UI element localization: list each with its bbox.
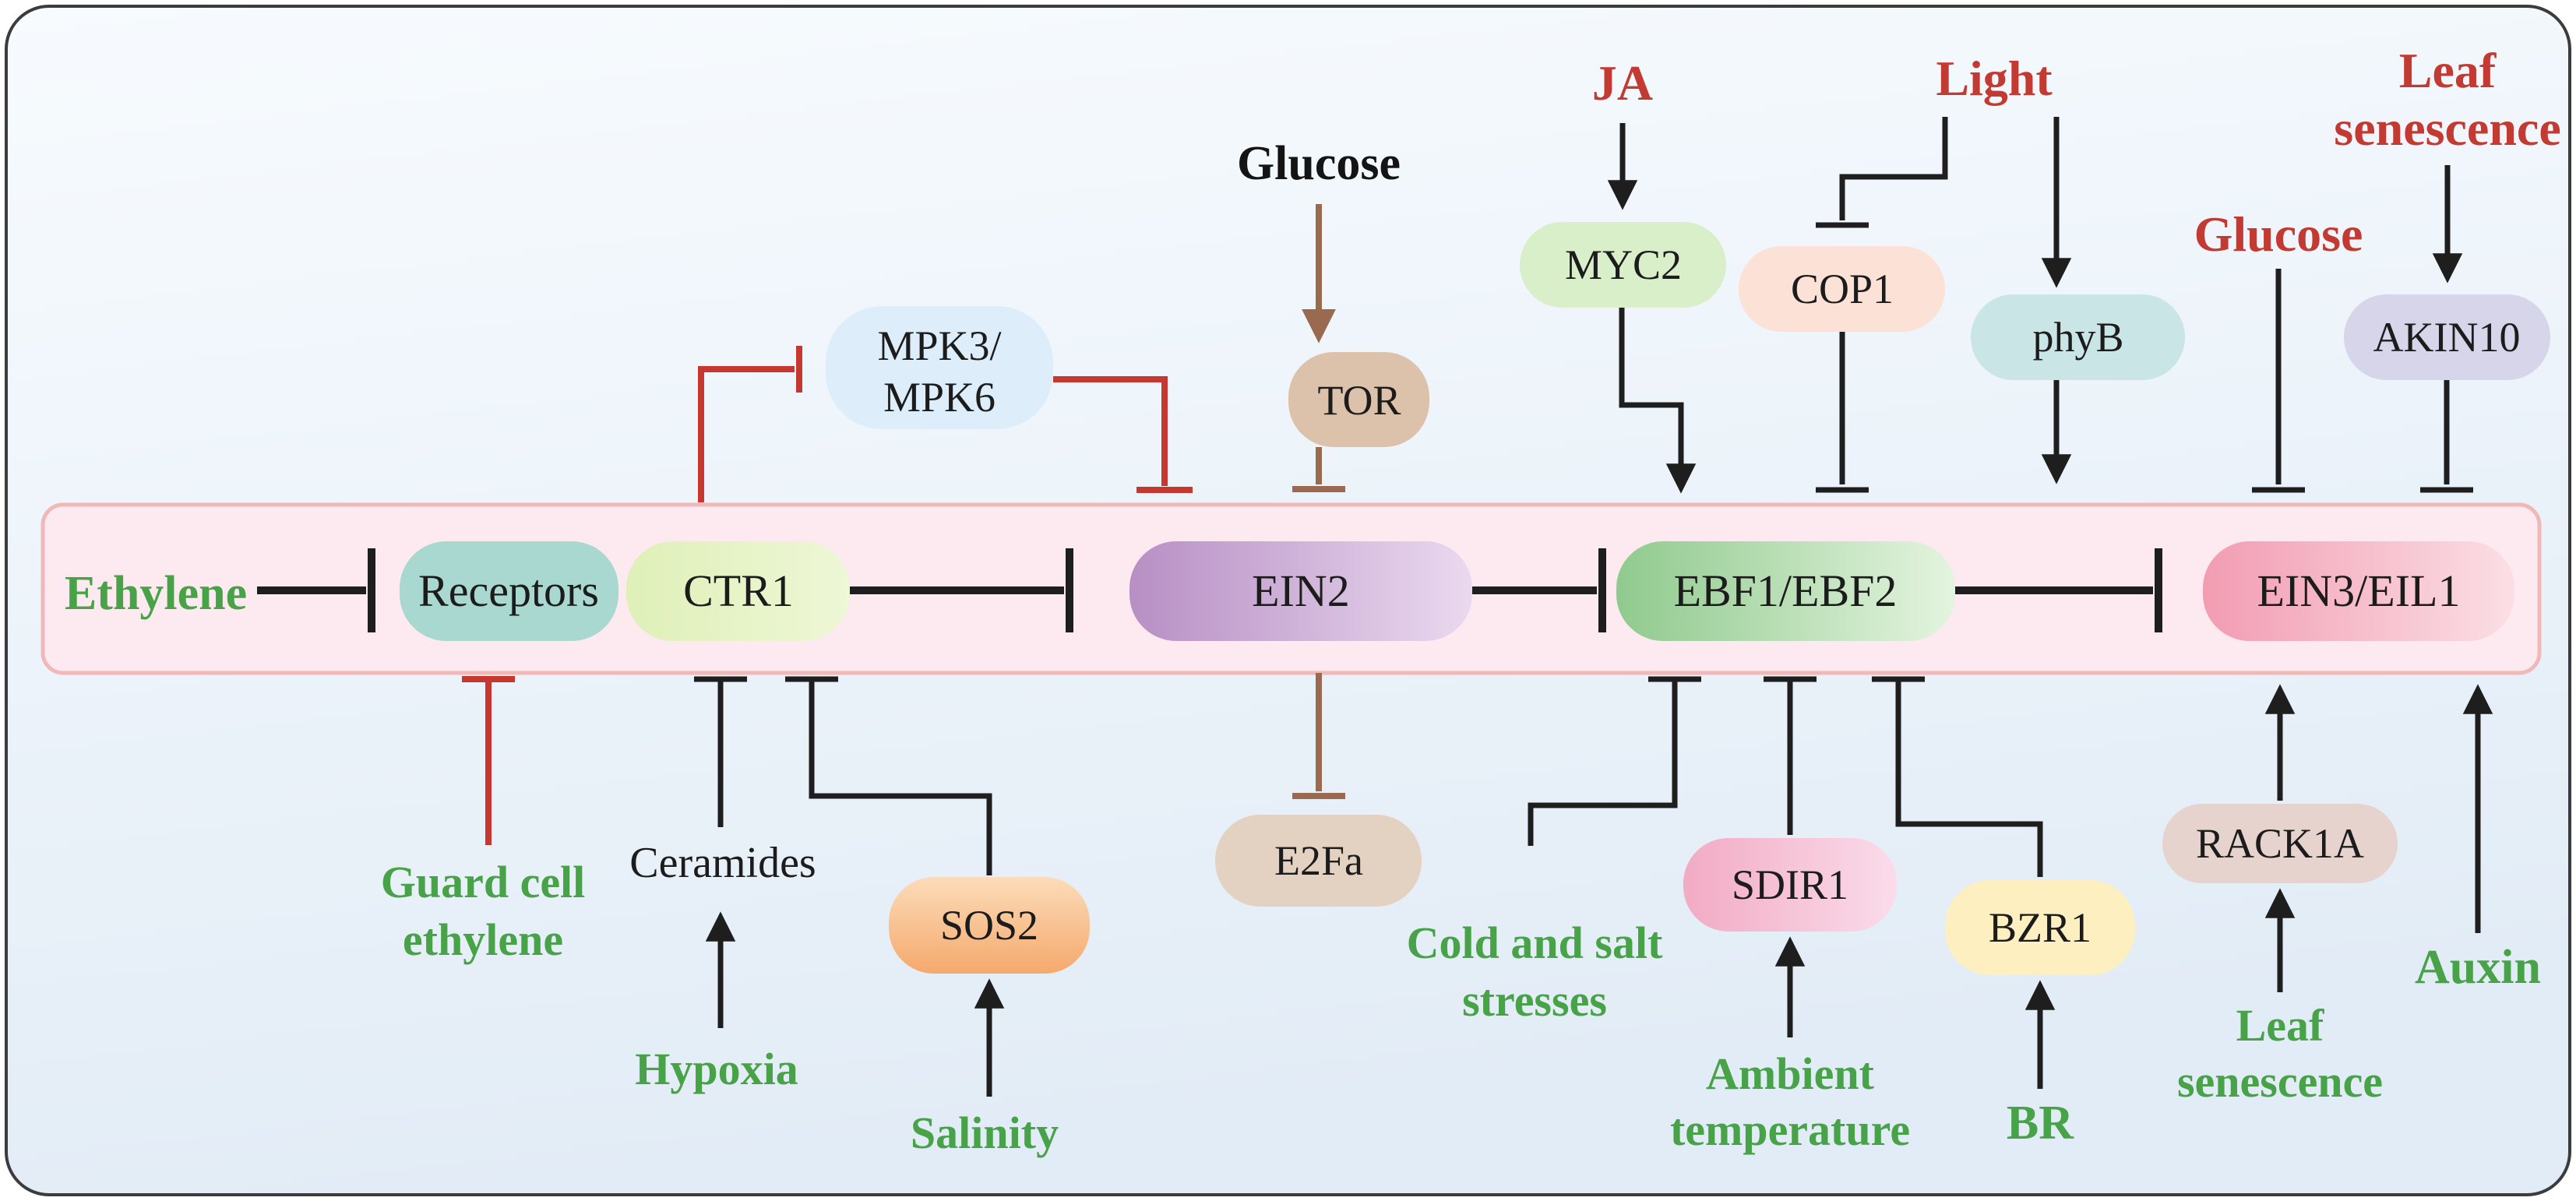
edge-ctr1-inhibits-mpk [698,366,795,502]
label-ambient-2: temperature [1670,1104,1910,1155]
node-rack1a-label: RACK1A [2196,820,2364,867]
node-e2fa-label: E2Fa [1274,837,1363,884]
label-ethylene: Ethylene [65,567,247,620]
node-ebf [1616,541,1955,641]
node-mpk [826,306,1053,429]
label-glucose-right: Glucose [2194,206,2363,262]
label-ceramides: Ceramides [629,839,816,887]
label-ja: JA [1592,55,1653,111]
node-rack1a [2162,804,2398,883]
node-cop1 [1739,246,1945,332]
label-salinity: Salinity [911,1108,1059,1158]
node-sos2-label: SOS2 [940,902,1038,949]
node-receptors-label: Receptors [418,565,599,616]
node-receptors [400,541,618,641]
node-sdir1 [1683,838,1897,932]
label-leaf-senescence-bottom-1: Leaf [2236,1000,2324,1051]
node-phyb [1971,294,2185,380]
edge-coldsalt-inhibits-ebf [1528,679,1678,846]
node-e2fa [1215,815,1422,907]
node-mpk-label2: MPK6 [883,374,996,421]
node-sos2 [889,877,1090,974]
node-sdir1-label: SDIR1 [1732,861,1848,908]
node-tor-label: TOR [1317,377,1401,424]
label-leaf-senescence-top-1: Leaf [2399,43,2497,98]
label-cold-salt-2: stresses [1462,975,1607,1026]
label-ambient-1: Ambient [1706,1048,1875,1099]
label-auxin: Auxin [2415,941,2541,994]
node-akin10-label: AKIN10 [2373,314,2521,361]
node-myc2 [1520,222,1726,308]
label-leaf-senescence-top-2: senescence [2334,100,2560,156]
node-ebf-label: EBF1/EBF2 [1674,565,1898,616]
node-ein3 [2203,541,2514,641]
label-leaf-senescence-bottom-2: senescence [2177,1056,2383,1107]
node-tor [1288,352,1429,447]
node-cop1-label: COP1 [1791,266,1894,312]
edge-bzr1-inhibits-ebf [1895,679,2043,877]
edge-myc2-activates-ebf [1619,308,1697,494]
edge-sos2-inhibits-ctr1 [809,679,992,875]
label-hypoxia: Hypoxia [635,1044,798,1094]
edge-mpk-inhibits-ein2 [1053,376,1168,486]
node-ein2-label: EIN2 [1252,565,1350,616]
node-mpk-label1: MPK3/ [877,322,1001,369]
node-phyb-label: phyB [2032,314,2123,361]
node-bzr1 [1945,880,2135,975]
node-ein2 [1129,541,1472,641]
node-akin10 [2344,294,2550,380]
label-glucose-top: Glucose [1237,137,1401,190]
edge-light-inhibits-cop1 [1839,117,1948,220]
label-br: BR [2007,1097,2074,1150]
node-bzr1-label: BZR1 [1989,904,2091,951]
label-guard-cell-2: ethylene [403,914,563,965]
label-light: Light [1936,51,2053,106]
node-ein3-label: EIN3/EIL1 [2257,565,2461,616]
node-ctr1-label: CTR1 [683,565,794,616]
label-cold-salt-1: Cold and salt [1407,917,1663,968]
node-myc2-label: MYC2 [1565,241,1682,288]
label-guard-cell-1: Guard cell [381,857,586,907]
node-ctr1 [626,541,850,641]
